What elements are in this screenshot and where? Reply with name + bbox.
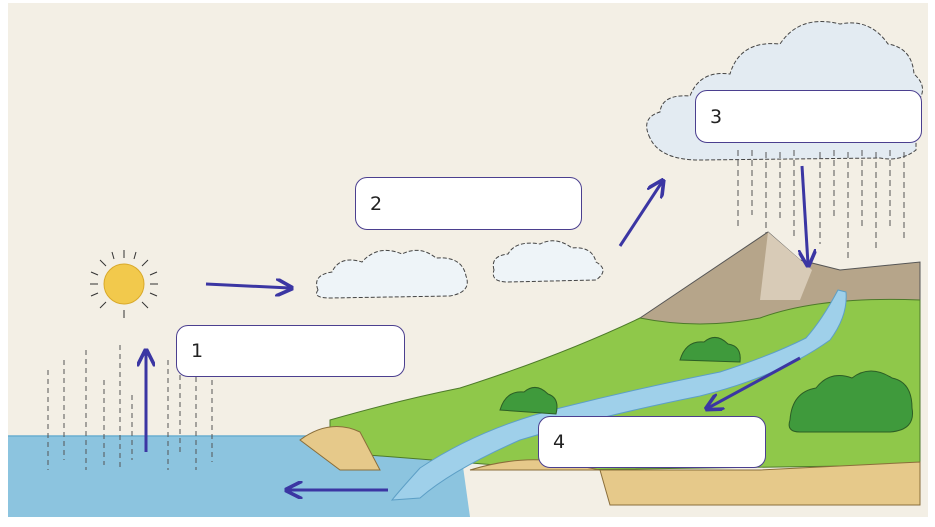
arrow-runoff xyxy=(708,356,801,408)
label-box-4[interactable]: 4 xyxy=(538,416,766,468)
arrow-precipitation xyxy=(802,165,808,264)
cloud-left xyxy=(316,249,468,299)
arrow-condensation xyxy=(618,182,662,247)
label-box-1[interactable]: 1 xyxy=(176,325,405,377)
bushes xyxy=(499,337,914,433)
label-box-3[interactable]: 3 xyxy=(695,90,922,143)
cliffs xyxy=(299,426,921,506)
river xyxy=(390,289,847,501)
rain-streaks xyxy=(737,150,905,262)
label-number-1: 1 xyxy=(191,340,204,362)
arrow-sun-to-cloud xyxy=(205,284,290,288)
label-number-2: 2 xyxy=(370,192,383,215)
cycle-arrows xyxy=(146,165,808,490)
label-box-2[interactable]: 2 xyxy=(355,177,582,230)
label-number-3: 3 xyxy=(710,105,723,128)
label-number-4: 4 xyxy=(553,431,566,453)
cloud-right xyxy=(492,240,604,283)
sun-icon xyxy=(90,250,158,318)
